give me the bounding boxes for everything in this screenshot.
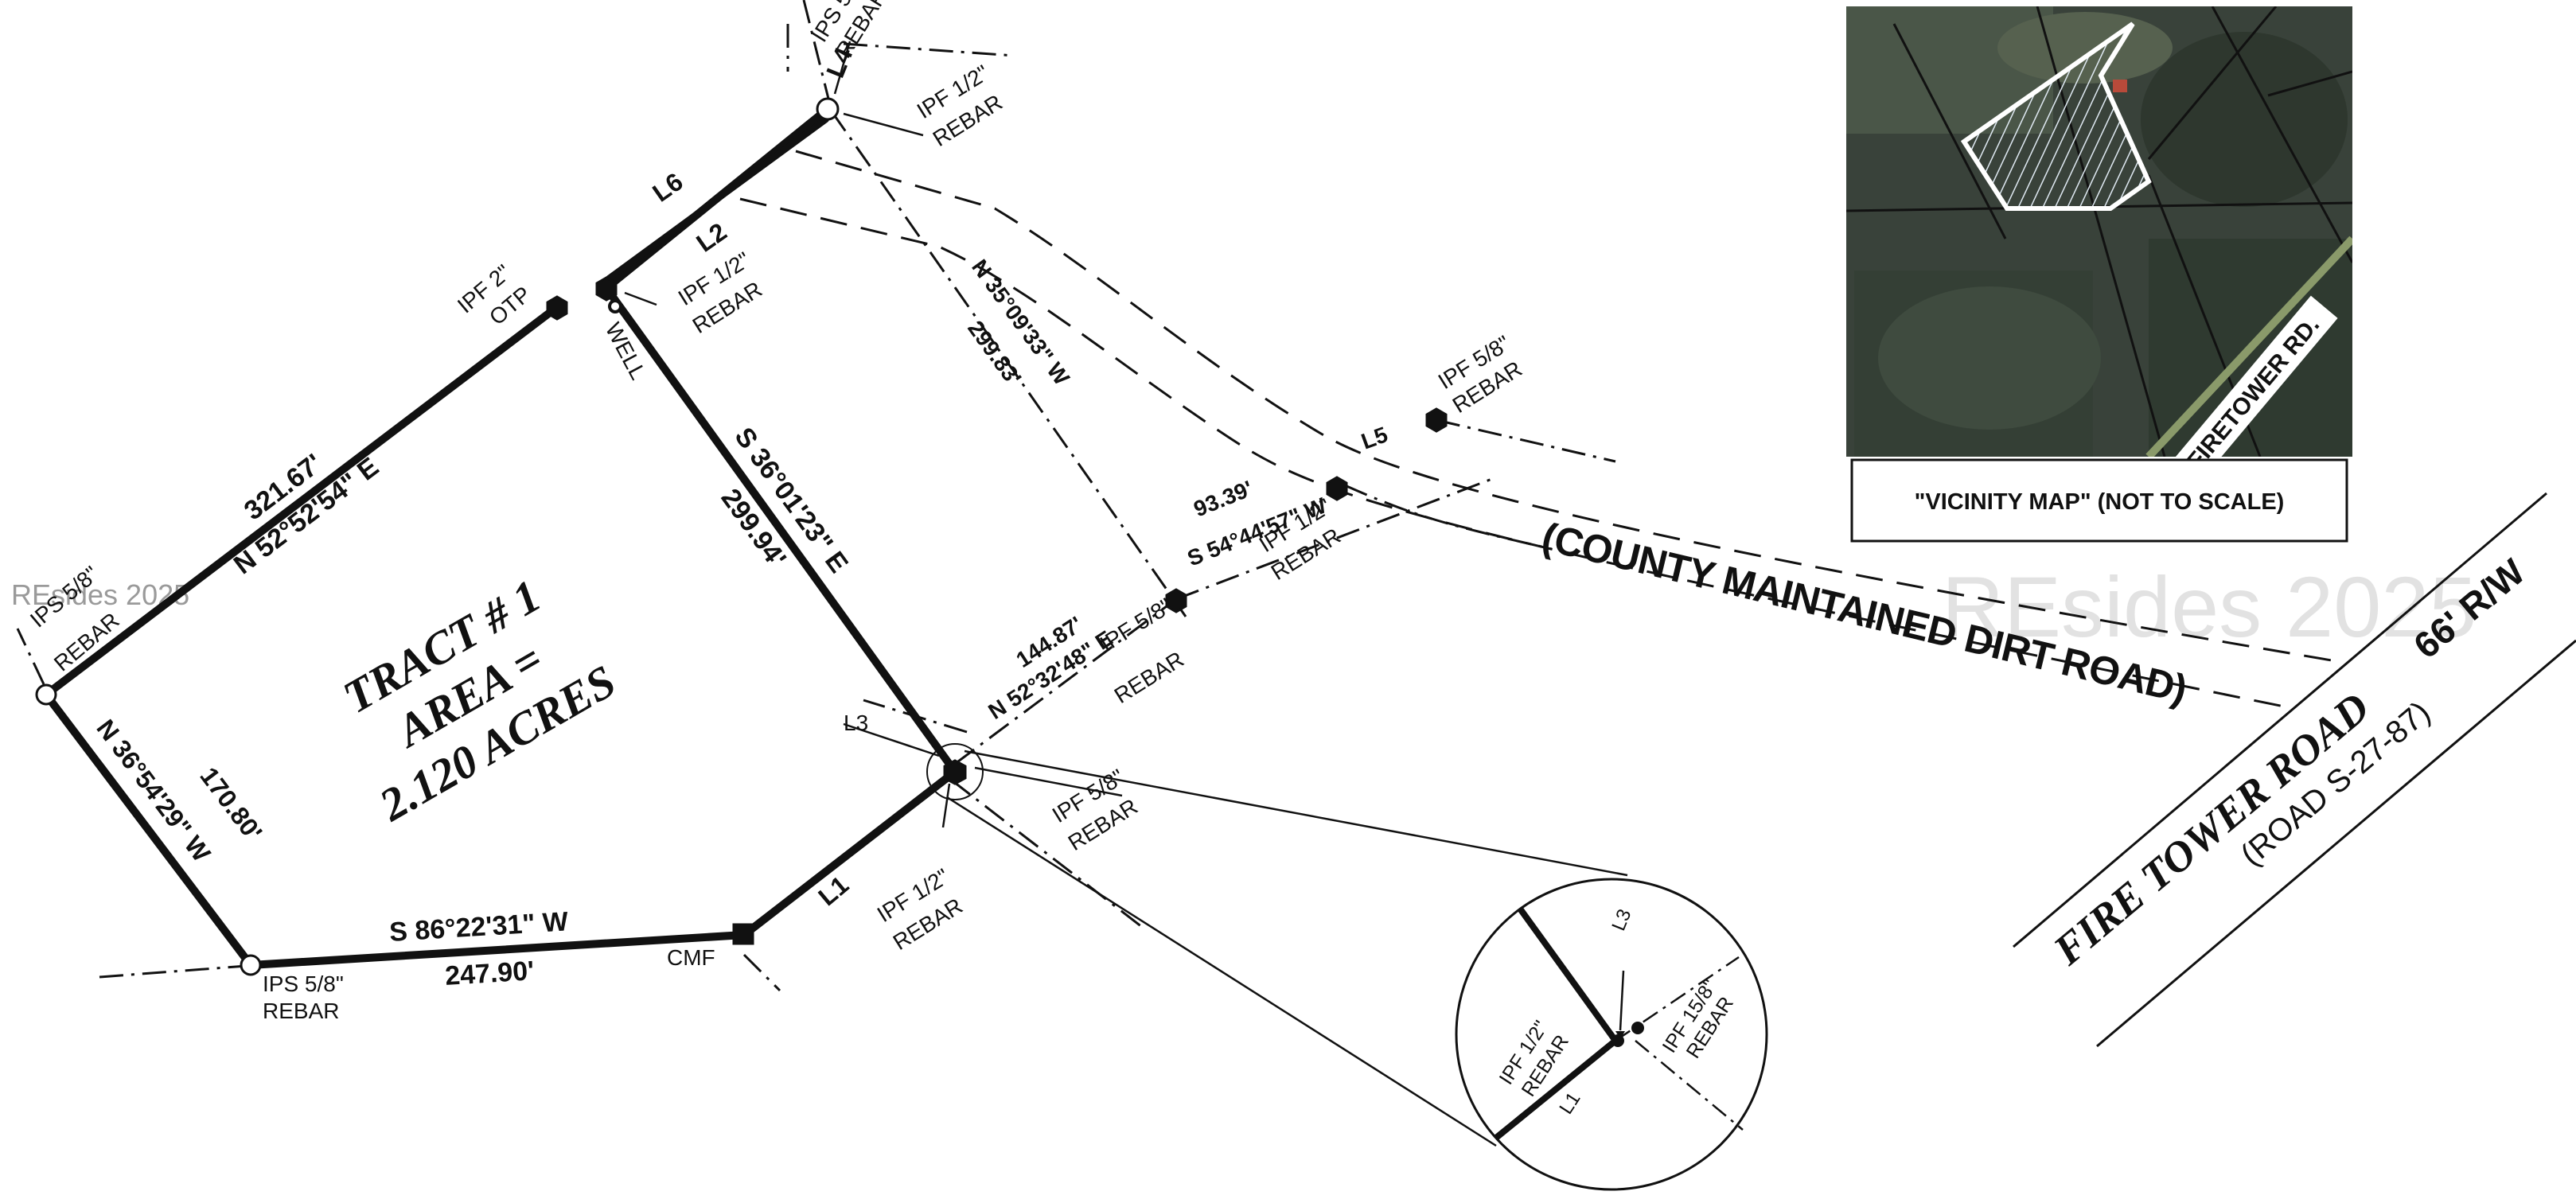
south-distance: 247.90': [444, 956, 535, 991]
monument-ipf-half-top: [595, 276, 618, 302]
adj-road-distance: 93.39': [1191, 476, 1257, 521]
vicinity-caption-box: [1850, 458, 2348, 543]
tract-boundary: [42, 105, 959, 969]
monument-ips-left: [35, 683, 57, 706]
tag-l2: L2: [691, 217, 731, 258]
parcel-highlight: [1960, 21, 2152, 211]
monument-ipf-half-road: [1326, 476, 1348, 501]
monument-cmf: [732, 923, 754, 945]
tag-l6: L6: [647, 167, 688, 208]
label-well: WELL: [601, 318, 651, 383]
tag-l5: L5: [1358, 422, 1390, 454]
well-marker: [608, 299, 622, 313]
corner-detail-ring: [926, 743, 984, 800]
monument-ipf-58-mid: [1165, 588, 1187, 613]
vicinity-caption: "VICINITY MAP" (NOT TO SCALE): [1915, 489, 2285, 515]
adjoining-lines: [16, 0, 2332, 992]
monument-ips-top: [816, 97, 840, 121]
tract-title: TRACT # 1 AREA = 2.120 ACRES: [334, 570, 624, 831]
tag-l3: L3: [844, 711, 868, 735]
vicinity-map: FIRETOWER RD. "VICINITY MAP" (NOT TO SCA…: [1846, 6, 2352, 543]
label-cmf: CMF: [667, 945, 715, 970]
south-bearing: S 86°22'31" W: [388, 906, 570, 948]
label-ipf58-mid-rebar: REBAR: [1110, 647, 1188, 708]
west-distance: 170.80': [194, 762, 267, 847]
label-ips-bottom: IPS 5/8": [263, 971, 344, 996]
monument-ipf-58-top: [1425, 407, 1448, 433]
corner-detail: L3 IPF 1/2" REBAR IPF 15/8" REBAR L1: [946, 749, 1768, 1191]
leader-lines: [624, 41, 1123, 828]
west-bearing: N 36°54'29" W: [91, 714, 216, 868]
monument-ipf-otp: [546, 295, 568, 321]
fire-tower-road-label: FIRE TOWER ROAD: [2044, 683, 2378, 975]
monument-ips-bottom: [240, 954, 262, 976]
label-ipf58-mid: IPF 5/8": [1096, 594, 1176, 656]
label-ips-bottom-rebar: REBAR: [263, 999, 339, 1023]
monuments: [35, 97, 1448, 976]
monument-ipf-corner: [943, 759, 967, 785]
